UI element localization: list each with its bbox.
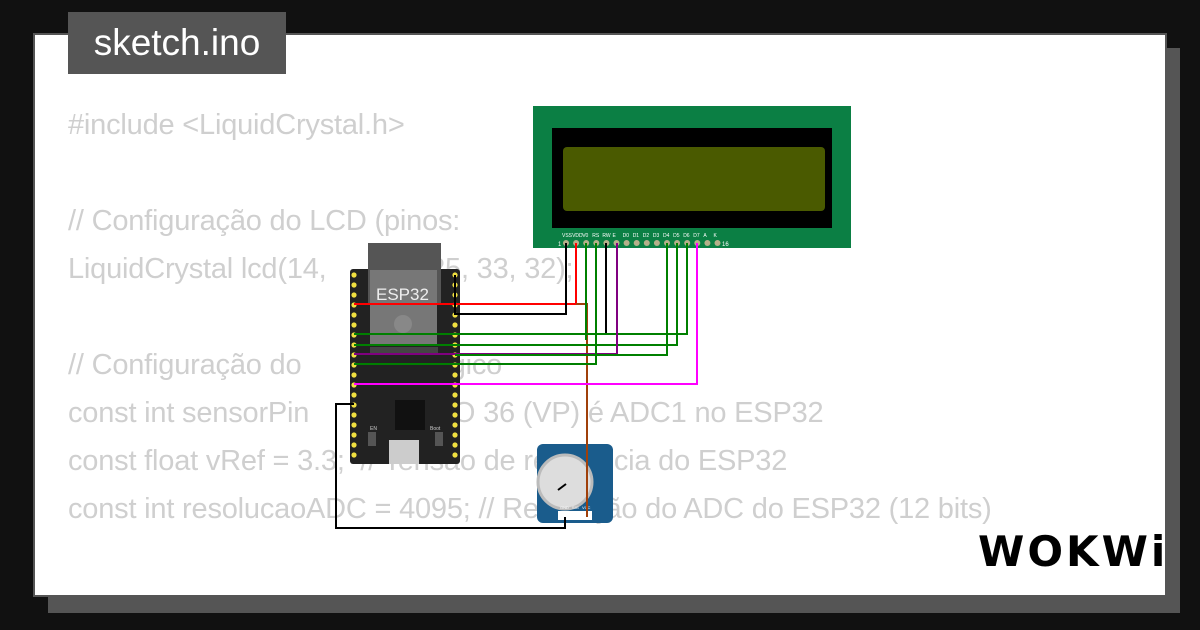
code-line: const int resolucaoADC = 4095; // Resolu… <box>68 493 992 525</box>
esp32-pin[interactable] <box>452 322 458 328</box>
lcd-pin-label: RS <box>592 233 600 239</box>
esp32-pin[interactable] <box>351 322 357 328</box>
esp32-pin[interactable] <box>351 422 357 428</box>
esp32-pin[interactable] <box>351 412 357 418</box>
lcd-pin-label: E <box>613 233 617 239</box>
lcd-last-pin: 16 <box>722 242 729 248</box>
code-line: // Configuração do LCD (pinos: <box>68 205 461 237</box>
lcd-pin-label: D1 <box>633 233 640 239</box>
lcd-first-pin: 1 <box>558 242 562 248</box>
wire-d4[interactable] <box>455 243 668 356</box>
esp32-pin[interactable] <box>351 452 357 458</box>
wire-rw[interactable] <box>455 243 607 335</box>
esp32-pin[interactable] <box>452 432 458 438</box>
esp32-pin[interactable] <box>452 372 458 378</box>
en-label: EN <box>370 426 377 432</box>
espressif-logo-icon <box>394 315 412 333</box>
esp32-pin[interactable] <box>351 432 357 438</box>
lcd-pin-label: D3 <box>653 233 660 239</box>
lcd-screen <box>563 147 825 211</box>
esp32-pin[interactable] <box>452 392 458 398</box>
wire-d6[interactable] <box>354 243 688 335</box>
en-button[interactable] <box>368 432 376 446</box>
wire-d5[interactable] <box>354 243 678 346</box>
wire-gnd[interactable] <box>335 403 566 529</box>
lcd-pin[interactable] <box>623 240 630 246</box>
esp32-board: ESP32 EN Boot <box>350 243 460 464</box>
boot-label: Boot <box>430 426 441 432</box>
wire-d7[interactable] <box>354 243 698 385</box>
lcd-pin-label: D4 <box>663 233 670 239</box>
lcd-pin-label: RW <box>602 233 611 239</box>
code-line: #include <LiquidCrystal.h> <box>68 109 405 141</box>
lcd-pin[interactable] <box>704 240 711 246</box>
esp32-pin[interactable] <box>452 442 458 448</box>
pot-pin-label: SIG <box>572 505 579 510</box>
lcd-pin-label: D6 <box>683 233 690 239</box>
boot-button[interactable] <box>435 432 443 446</box>
pot-knob[interactable] <box>536 453 594 511</box>
lcd-pin[interactable] <box>653 240 660 246</box>
pot-pin-header <box>558 511 592 520</box>
lcd-pin[interactable] <box>714 240 721 246</box>
esp32-pin[interactable] <box>351 442 357 448</box>
wire-rs[interactable] <box>354 243 597 365</box>
lcd-pin-label: D5 <box>673 233 680 239</box>
esp32-pin[interactable] <box>452 422 458 428</box>
lcd-pin[interactable] <box>643 240 650 246</box>
esp32-pin[interactable] <box>452 412 458 418</box>
esp32-pin[interactable] <box>452 452 458 458</box>
lcd-pin-label: D7 <box>693 233 700 239</box>
file-title-tab: sketch.ino <box>68 12 286 74</box>
esp32-pin[interactable] <box>452 402 458 408</box>
esp32-pin[interactable] <box>351 282 357 288</box>
esp32-pin[interactable] <box>351 292 357 298</box>
esp32-pin[interactable] <box>351 392 357 398</box>
esp32-pin[interactable] <box>351 372 357 378</box>
wokwi-logo: WOKWi <box>978 527 1169 576</box>
esp32-pin[interactable] <box>351 272 357 278</box>
usb-port <box>389 440 419 464</box>
usb-chip <box>395 400 425 430</box>
lcd-pin-label: D0 <box>623 233 630 239</box>
potentiometer: GND SIG VCC <box>536 444 613 523</box>
wire-vss[interactable] <box>454 243 567 315</box>
pot-knob-indicator <box>557 483 567 491</box>
lcd-pin-label: VDD <box>572 233 583 239</box>
lcd-pin-label: V0 <box>582 233 588 239</box>
esp32-pin[interactable] <box>351 312 357 318</box>
lcd-pin-label: A <box>703 233 707 239</box>
lcd-pin-label: K <box>714 233 718 239</box>
lcd-pin-label: VSS <box>562 233 573 239</box>
lcd-pin-label: D2 <box>643 233 650 239</box>
pot-pin-label: GND <box>560 505 569 510</box>
wires <box>335 243 698 529</box>
esp32-label: ESP32 <box>376 285 429 304</box>
lcd-pin[interactable] <box>633 240 640 246</box>
